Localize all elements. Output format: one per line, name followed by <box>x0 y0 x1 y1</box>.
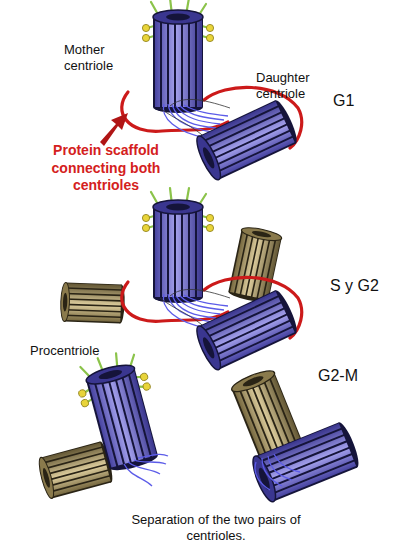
procentriole-left <box>36 440 115 499</box>
part-label: Daughter centriole <box>256 70 336 103</box>
fibers-right <box>255 454 300 490</box>
mother-procentriole <box>60 282 125 323</box>
phase-label: S y G2 <box>330 276 400 296</box>
scaffold-pointer-arrow <box>100 113 128 146</box>
part-label: Mother centriole <box>64 42 136 75</box>
phase-label: G1 <box>333 91 383 111</box>
mother-centriole-left <box>71 347 170 477</box>
daughter-centriole-right <box>249 420 363 504</box>
scaffold-callout: Protein scaffold connecting both centrio… <box>20 142 192 195</box>
sg2-centriole-pair <box>122 188 302 372</box>
fibers-left <box>124 454 168 486</box>
part-label: Procentriole <box>30 343 130 359</box>
figure-caption: Separation of the two pairs of centriole… <box>118 512 314 545</box>
phase-label: G2-M <box>318 366 388 386</box>
